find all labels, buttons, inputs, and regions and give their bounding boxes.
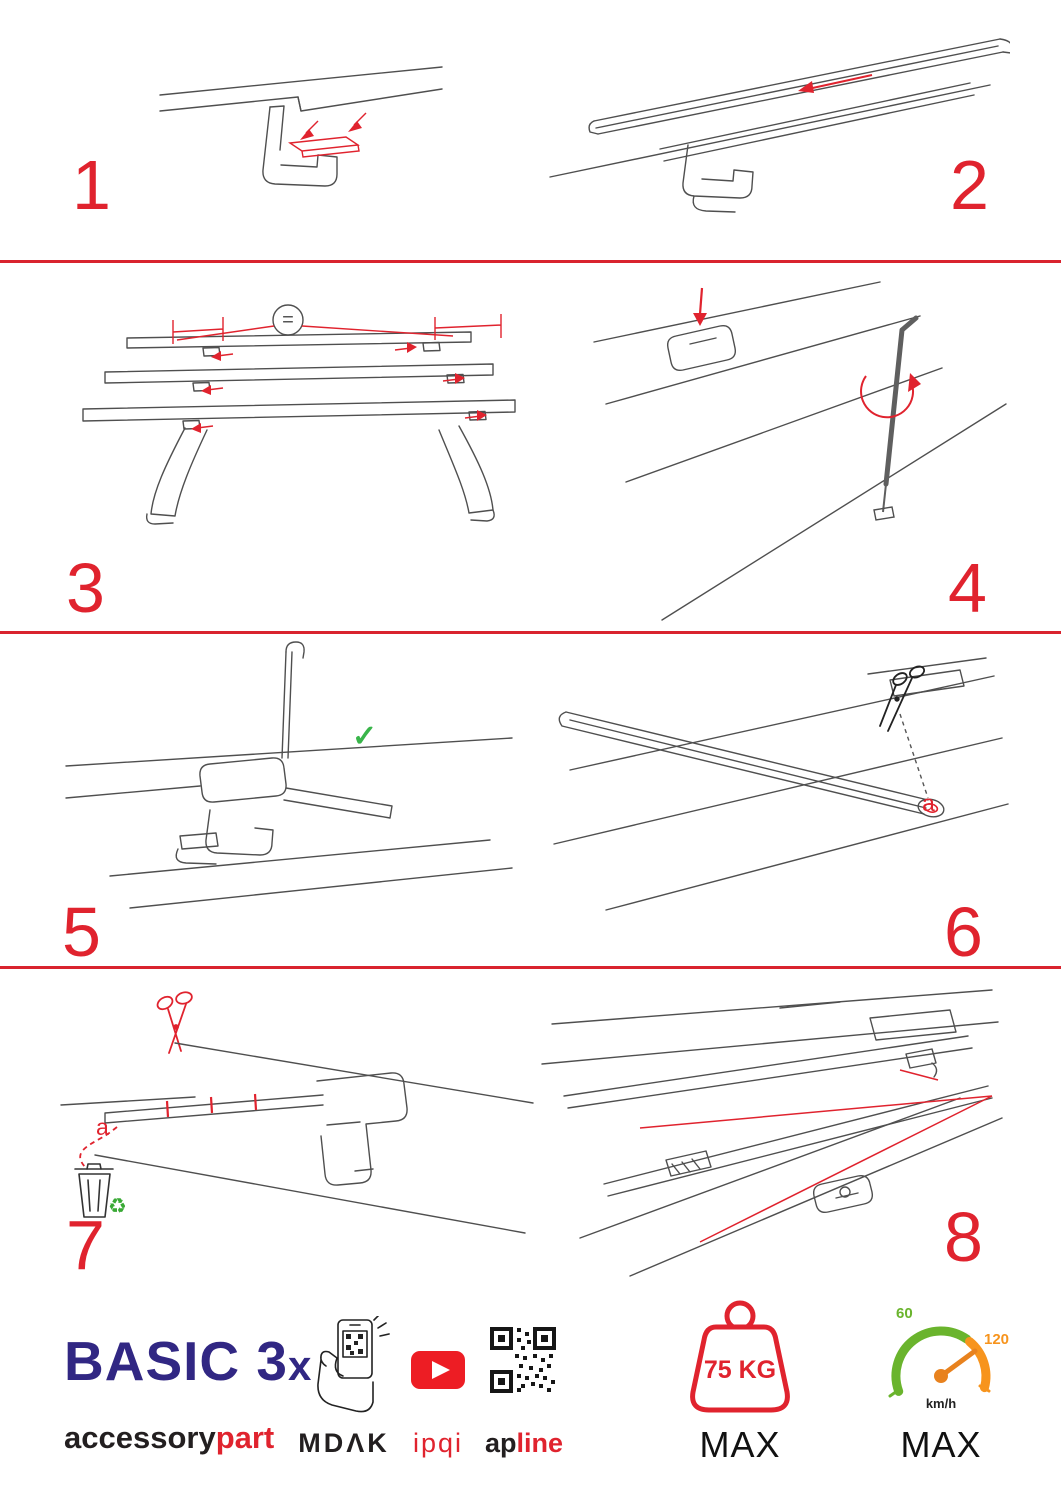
step-1-drawing xyxy=(159,66,443,187)
allen-key xyxy=(873,315,919,521)
insert-pad-outline xyxy=(288,112,367,158)
cut-label-step6: a xyxy=(922,790,935,816)
equal-spacing-lines xyxy=(172,314,502,429)
speed-unit-label: km/h xyxy=(925,1396,957,1411)
step-number-3: 3 xyxy=(66,549,105,627)
discard-path xyxy=(79,1126,118,1168)
cut-mark xyxy=(923,803,939,813)
youtube-icon xyxy=(411,1351,465,1389)
check-icon: ✓ xyxy=(352,720,378,753)
step-number-7: 7 xyxy=(66,1206,105,1284)
recycle-icon: ♻ xyxy=(108,1195,127,1218)
brand-suffix: part xyxy=(215,1420,275,1455)
speed-limit-icon xyxy=(888,1326,991,1398)
qr-code-icon xyxy=(490,1327,556,1393)
cut-ticks xyxy=(165,1093,258,1118)
rotate-arrow xyxy=(860,373,921,419)
speed-low-label: 60 xyxy=(896,1305,913,1322)
partner-apline-label: apline xyxy=(485,1430,563,1457)
step-8-drawing xyxy=(541,989,1003,1277)
trash-icon xyxy=(74,1163,114,1218)
speed-max-label: MAX xyxy=(900,1424,982,1465)
step-2-drawing xyxy=(549,38,1010,213)
insert-arrows xyxy=(300,121,362,140)
step-6-drawing xyxy=(553,657,1009,911)
speedometer-needle xyxy=(938,1348,978,1379)
step-4-drawing xyxy=(593,281,1007,621)
divider-2 xyxy=(0,631,1061,634)
cut-label-step7: a xyxy=(96,1114,109,1140)
equals-label: = xyxy=(282,309,294,331)
spacing-arrowheads xyxy=(191,342,487,433)
weight-max-label: MAX xyxy=(699,1424,781,1465)
step-number-5: 5 xyxy=(62,893,101,971)
step-number-1: 1 xyxy=(72,146,111,224)
slide-arrow xyxy=(798,74,873,93)
product-name-main: BASIC 3 xyxy=(64,1330,288,1392)
brand-wordmark: accessorypart xyxy=(64,1422,274,1453)
weight-limit-icon xyxy=(690,1300,790,1413)
step-number-6: 6 xyxy=(944,893,983,971)
divider-3 xyxy=(0,966,1061,969)
scissors-icon xyxy=(879,665,926,732)
alignment-lines xyxy=(639,1069,993,1243)
step-number-8: 8 xyxy=(944,1198,983,1276)
cut-guide-line xyxy=(899,713,929,799)
step-number-2: 2 xyxy=(950,146,989,224)
apline-prefix: ap xyxy=(484,1428,517,1458)
phone-qr-pixels xyxy=(346,1334,363,1355)
apline-suffix: line xyxy=(516,1428,564,1458)
scissors-red-icon xyxy=(156,991,193,1054)
product-name: BASIC 3x xyxy=(64,1334,312,1389)
step-7-drawing xyxy=(60,991,534,1234)
speed-high-label: 120 xyxy=(984,1331,1010,1348)
product-name-suffix: x xyxy=(288,1342,313,1389)
step-3-drawing xyxy=(82,304,516,525)
brand-prefix: accessory xyxy=(64,1420,216,1455)
phone-scan-icon xyxy=(317,1316,390,1413)
divider-1 xyxy=(0,260,1061,263)
weight-value-label: 75 KG xyxy=(703,1356,777,1384)
partner-mdak-label: MDΛK xyxy=(298,1428,390,1458)
step-number-4: 4 xyxy=(948,549,987,627)
step-5-drawing xyxy=(65,641,513,909)
partner-ipqi-label: ipqi xyxy=(412,1428,464,1458)
press-down-arrow xyxy=(693,287,707,326)
